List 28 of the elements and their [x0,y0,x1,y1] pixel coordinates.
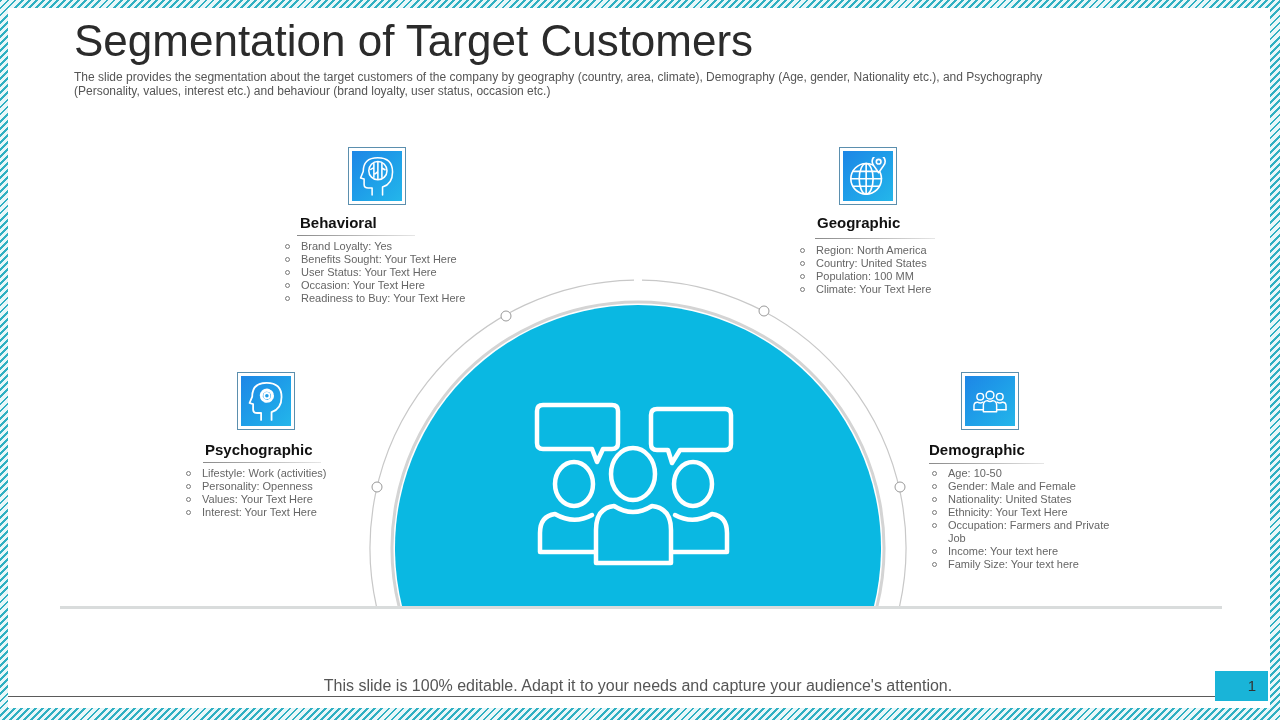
bullet-text: User Status: Your Text Here [301,266,437,279]
bullet-text: Climate: Your Text Here [816,283,932,296]
slide-title: Segmentation of Target Customers [74,15,754,67]
bullet-text: Lifestyle: Work (activities) [202,467,327,480]
bullet-text: Interest: Your Text Here [202,506,317,519]
segment-heading: Psychographic [205,441,313,459]
bullet-text: Personality: Openness [202,480,313,493]
bullet-text: Brand Loyalty: Yes [301,240,393,253]
bullet-text: Benefits Sought: Your Text Here [301,253,457,266]
segment-heading: Demographic [929,441,1025,459]
bullet-text: Occasion: Your Text Here [301,279,425,292]
bullet-text: Ethnicity: Your Text Here [948,506,1068,519]
slide-description: The slide provides the segmentation about the target customers of the company by geography (country, area, climate), Demography (Age, gender, Nationality etc.), and Psychography (Personality, values, interest etc.) and behaviour (brand loyalty, user status, occasion etc.) [74,70,1044,98]
page-number: 1 [1215,671,1268,701]
bullet-text: Nationality: United States [948,493,1072,506]
segment-heading: Geographic [817,214,901,232]
bullet-text: Readiness to Buy: Your Text Here [301,292,466,305]
bullet-text: Occupation: Farmers and Private Job [948,519,1111,545]
bullet-text: Population: 100 MM [816,270,914,283]
bullet-text: Gender: Male and Female [948,480,1076,493]
bullet-text: Income: Your text here [948,545,1059,558]
bullet-text: Values: Your Text Here [202,493,313,506]
footer-note: This slide is 100% editable. Adapt it to your needs and capture your audience's attention. [322,676,954,696]
bullet-text: Age: 10-50 [948,467,1002,480]
bullet-text: Family Size: Your text here [948,558,1079,571]
bullet-text: Region: North America [816,244,927,257]
segment-heading: Behavioral [300,214,377,232]
bullet-text: Country: United States [816,257,927,270]
